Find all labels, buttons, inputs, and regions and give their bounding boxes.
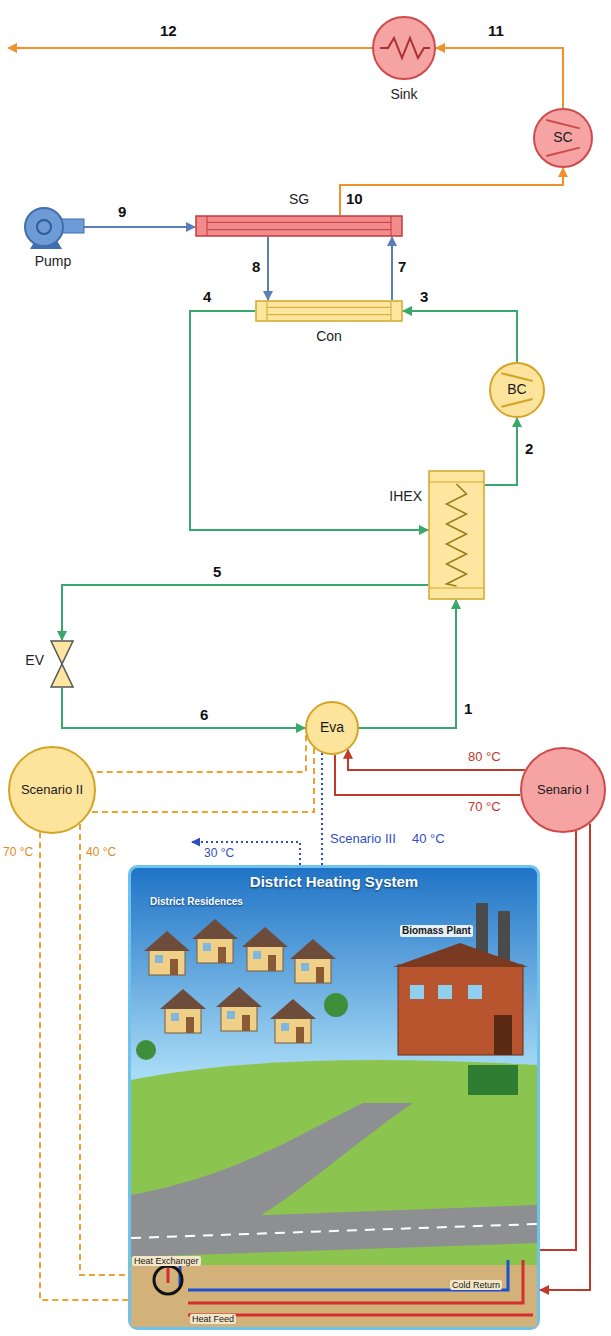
node-label: EV xyxy=(16,652,44,668)
node-label: Sink xyxy=(352,86,456,102)
flow-connector xyxy=(485,418,517,485)
node-label: Senario I xyxy=(520,747,606,833)
flow-connector xyxy=(403,311,517,362)
steam-generator: SG xyxy=(195,215,403,237)
state-number: 9 xyxy=(118,203,126,220)
flow-connector xyxy=(84,226,195,228)
node-label: District Heating System xyxy=(128,873,540,890)
flow-connector xyxy=(267,237,269,300)
scenario-circle: Senario I xyxy=(520,747,606,833)
condenser: Con xyxy=(255,300,403,322)
node-outline xyxy=(48,640,76,688)
node-outline xyxy=(428,470,485,600)
flow-connector xyxy=(540,831,576,1250)
temperature-label: 40 °C xyxy=(412,832,445,847)
flow-connector xyxy=(540,824,590,1291)
node-outline xyxy=(255,300,403,322)
part-label: Heat Feed xyxy=(190,1314,236,1324)
flow-connector xyxy=(90,748,314,812)
node-label: BC xyxy=(489,362,545,418)
state-number: 3 xyxy=(420,288,428,305)
outlet-line xyxy=(8,47,372,49)
flow-connector xyxy=(321,753,323,865)
node-outline xyxy=(22,205,84,249)
node-label: Pump xyxy=(12,253,94,269)
flow-connector xyxy=(62,585,428,640)
temperature-label: 70 °C xyxy=(468,800,501,815)
flow-connector xyxy=(359,600,456,728)
flow-connector xyxy=(190,311,428,530)
area-label: District Residences xyxy=(150,896,243,908)
state-number: 10 xyxy=(346,190,363,207)
flow-connector xyxy=(62,688,305,728)
flow-connector xyxy=(436,48,563,108)
state-number: 4 xyxy=(203,288,211,305)
compressor-symbol: BC xyxy=(489,362,545,418)
part-label: Cold Return xyxy=(450,1280,502,1290)
sink-heat-exchanger: Sink xyxy=(372,16,436,80)
state-number: 8 xyxy=(252,258,260,275)
node-label: SC xyxy=(533,108,593,168)
node-label: IHEX xyxy=(376,488,422,504)
node-outline xyxy=(372,16,436,80)
internal-heat-exchanger: IHEX xyxy=(428,470,485,600)
flow-connector xyxy=(40,832,128,1300)
state-number: 11 xyxy=(488,22,504,39)
state-number: 7 xyxy=(398,258,406,275)
scenario-circle: Scenario II xyxy=(8,746,96,834)
evaporator-circle: Eva xyxy=(305,701,359,755)
return-line xyxy=(192,842,300,865)
node-label: SG xyxy=(277,191,321,207)
temperature-label: 30 °C xyxy=(204,847,234,861)
area-label: Biomass Plant xyxy=(400,925,473,937)
flow-connector xyxy=(391,237,393,300)
state-number: 2 xyxy=(525,440,533,457)
state-number: 6 xyxy=(200,706,208,723)
temperature-label: 70 °C xyxy=(3,846,33,860)
expansion-valve: EV xyxy=(48,640,76,688)
temperature-label: 80 °C xyxy=(468,750,501,765)
node-outline xyxy=(195,215,403,237)
scenario-label: Scenario III xyxy=(330,832,396,847)
flow-connector xyxy=(348,750,525,770)
temperature-label: 40 °C xyxy=(86,846,116,860)
state-number: 1 xyxy=(464,700,472,717)
flow-connector xyxy=(80,824,128,1275)
flow-connector xyxy=(340,168,563,215)
state-number: 12 xyxy=(160,22,177,39)
state-number: 5 xyxy=(213,563,221,580)
node-label: Scenario II xyxy=(8,746,96,834)
node-label: Con xyxy=(289,328,369,344)
flow-connector xyxy=(92,735,306,772)
part-label: Heat Exchanger xyxy=(132,1256,201,1266)
district-illustration xyxy=(130,867,539,1329)
node-label: Eva xyxy=(305,701,359,755)
pump-symbol: Pump xyxy=(22,205,84,249)
compressor-symbol: SC xyxy=(533,108,593,168)
